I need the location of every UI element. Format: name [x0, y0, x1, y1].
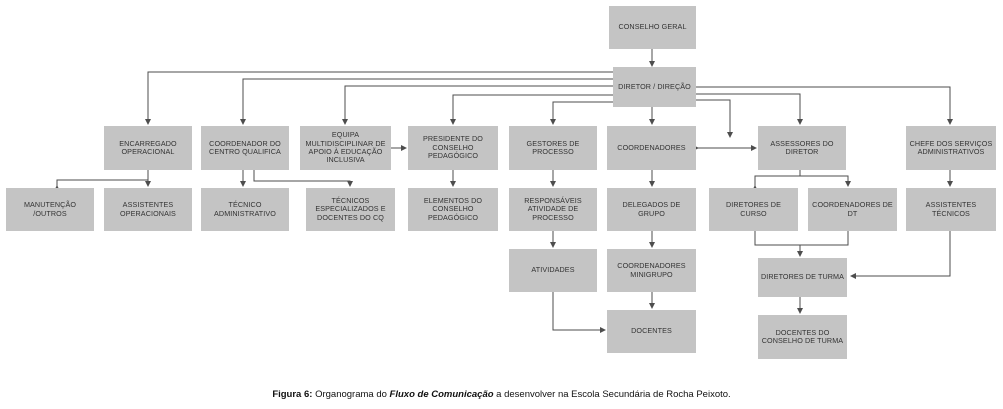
node-label: ASSISTENTES OPERACIONAIS	[120, 200, 176, 218]
node-equipa-multidisciplinar: EQUIPA MULTIDISCIPLINAR DE APOIO À EDUCA…	[300, 126, 391, 170]
node-label: DOCENTES DO CONSELHO DE TURMA	[761, 327, 844, 345]
node-label: CONSELHO GERAL	[618, 22, 687, 32]
node-responsaveis-atividade: RESPONSÁVEIS ATIVIDADE DE PROCESSO	[509, 188, 597, 231]
caption-label: Figura 6:	[272, 389, 313, 400]
node-label: RESPONSÁVEIS ATIVIDADE DE PROCESSO	[524, 195, 582, 222]
node-label: MANUTENÇÃO /OUTROS	[23, 200, 77, 218]
node-docentes-conselho-de-turma: DOCENTES DO CONSELHO DE TURMA	[758, 315, 847, 359]
node-atividades: ATIVIDADES	[509, 249, 597, 292]
node-label: PRESIDENTE DO CONSELHO PEDAGÓGICO	[422, 134, 483, 161]
node-tecnicos-especializados: TÉCNICOS ESPECIALIZADOS E DOCENTES DO CQ	[306, 188, 395, 231]
node-diretor: DIRETOR / DIREÇÃO	[613, 67, 696, 107]
node-label: EQUIPA MULTIDISCIPLINAR DE APOIO À EDUCA…	[305, 130, 386, 165]
node-label: DIRETORES DE TURMA	[761, 272, 845, 282]
node-label: TÉCNICO ADMINISTRATIVO	[214, 200, 276, 218]
node-gestores-de-processo: GESTORES DE PROCESSO	[509, 126, 597, 170]
node-label: CHEFE DOS SERVIÇOS ADMINISTRATIVOS	[909, 138, 993, 156]
node-label: DELEGADOS DE GRUPO	[622, 200, 681, 218]
node-label: ASSISTENTES TÉCNICOS	[925, 200, 977, 218]
node-assessores-do-diretor: ASSESSORES DO DIRETOR	[758, 126, 846, 170]
node-label: ASSESSORES DO DIRETOR	[770, 138, 834, 156]
node-manutencao-outros: MANUTENÇÃO /OUTROS	[6, 188, 94, 231]
node-presidente-conselho-pedagogico: PRESIDENTE DO CONSELHO PEDAGÓGICO	[408, 126, 498, 170]
node-label: ENCARREGADO OPERACIONAL	[119, 138, 177, 156]
node-assistentes-tecnicos: ASSISTENTES TÉCNICOS	[906, 188, 996, 231]
node-label: COORDENADOR DO CENTRO QUALIFICA	[209, 138, 281, 156]
node-chefe-servicos-administrativos: CHEFE DOS SERVIÇOS ADMINISTRATIVOS	[906, 126, 996, 170]
node-label: GESTORES DE PROCESSO	[526, 138, 580, 156]
node-encarregado-operacional: ENCARREGADO OPERACIONAL	[104, 126, 192, 170]
node-coordenador-centro-qualifica: COORDENADOR DO CENTRO QUALIFICA	[201, 126, 289, 170]
node-label: TÉCNICOS ESPECIALIZADOS E DOCENTES DO CQ	[315, 195, 386, 222]
node-coordenadores-minigrupo: COORDENADORES MINIGRUPO	[607, 249, 696, 292]
caption-emphasis: Fluxo de Comunicação	[389, 389, 494, 400]
node-conselho-geral: CONSELHO GERAL	[609, 6, 696, 49]
node-docentes: DOCENTES	[607, 310, 696, 353]
node-label: ELEMENTOS DO CONSELHO PEDAGÓGICO	[423, 195, 483, 222]
node-assistentes-operacionais: ASSISTENTES OPERACIONAIS	[104, 188, 192, 231]
node-tecnico-administrativo: TÉCNICO ADMINISTRATIVO	[201, 188, 289, 231]
node-delegados-de-grupo: DELEGADOS DE GRUPO	[607, 188, 696, 231]
node-coordenadores-de-dt: COORDENADORES DE DT	[808, 188, 897, 231]
node-label: DOCENTES	[631, 326, 672, 336]
node-diretores-de-curso: DIRETORES DE CURSO	[709, 188, 798, 231]
node-elementos-conselho-pedagogico: ELEMENTOS DO CONSELHO PEDAGÓGICO	[408, 188, 498, 231]
node-label: ATIVIDADES	[531, 265, 575, 275]
figure-caption: Figura 6: Organograma do Fluxo de Comuni…	[0, 389, 1003, 400]
node-label: DIRETORES DE CURSO	[726, 200, 781, 218]
caption-text-after: a desenvolver na Escola Secundária de Ro…	[493, 389, 731, 400]
node-label: DIRETOR / DIREÇÃO	[618, 81, 691, 91]
node-coordenadores: COORDENADORES	[607, 126, 696, 170]
node-label: COORDENADORES MINIGRUPO	[617, 261, 686, 279]
node-label: COORDENADORES DE DT	[812, 200, 893, 218]
node-label: COORDENADORES	[617, 142, 686, 152]
caption-text-before: Organograma do	[312, 389, 390, 400]
node-diretores-de-turma: DIRETORES DE TURMA	[758, 258, 847, 297]
